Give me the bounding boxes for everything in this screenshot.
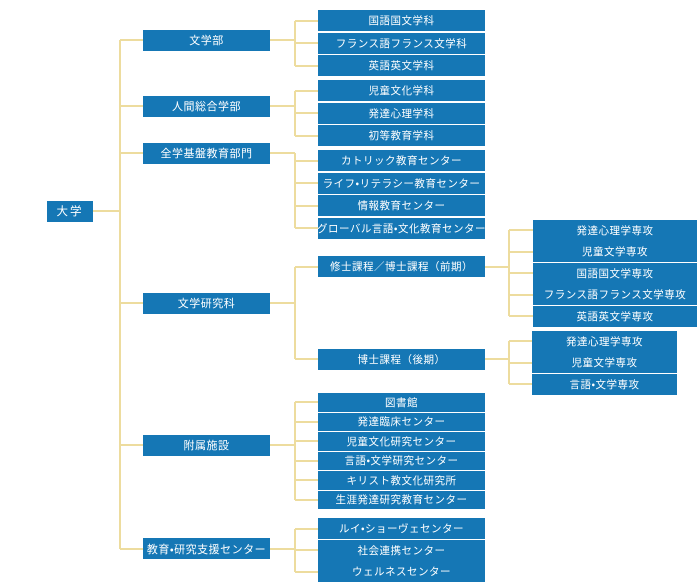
division-connector <box>270 105 295 107</box>
support-center-box: ルイ・ショーヴェセンター <box>318 518 485 539</box>
support-center-box: 社会連携センター <box>318 539 485 561</box>
department-box: 発達心理学科 <box>318 102 485 124</box>
leaf-stub <box>295 527 318 530</box>
leaf-stub <box>295 227 318 229</box>
graduate-program-box: 修士課程／博士課程（前期） <box>318 256 485 277</box>
department-box: カトリック教育センター <box>318 150 485 171</box>
facility-box: 生涯発達研究教育センター <box>318 490 485 509</box>
major-stub <box>509 293 533 296</box>
division-stub <box>120 302 143 304</box>
facility-box: 図書館 <box>318 393 485 412</box>
facility-box: 発達臨床センター <box>318 412 485 431</box>
division-box: 附属施設 <box>143 434 270 456</box>
facility-box: 児童文化研究センター <box>318 432 485 451</box>
division-connector <box>270 547 295 550</box>
division-connector <box>270 39 295 41</box>
department-box: 国語国文学科 <box>318 10 485 31</box>
division-stub <box>120 547 143 550</box>
division-stub <box>120 152 143 154</box>
leaf-stub <box>295 64 318 67</box>
major-box: フランス語フランス文学専攻 <box>533 284 697 305</box>
facility-box: キリスト教文化研究所 <box>318 471 485 490</box>
division-box: 教育・研究支援センター <box>143 538 270 559</box>
leaf-stub <box>295 479 318 482</box>
leaf-stub <box>295 182 318 184</box>
division-stub <box>120 39 143 41</box>
division-box: 文学研究科 <box>143 292 270 314</box>
leaf-stub <box>295 549 318 551</box>
leaf-stub <box>295 204 318 207</box>
department-box: 情報教育センター <box>318 195 485 216</box>
leaf-stub <box>295 112 318 114</box>
department-box: 英語英文学科 <box>318 55 485 76</box>
leaf-stub <box>295 401 318 404</box>
department-box: 児童文化学科 <box>318 80 485 101</box>
graduate-program-box: 博士課程（後期） <box>318 348 485 370</box>
major-box: 言語・文学専攻 <box>532 373 677 395</box>
main-spine <box>119 40 121 549</box>
department-box: フランス語フランス文学科 <box>318 32 485 54</box>
department-box: ライフ・リテラシー教育センター <box>318 172 485 194</box>
division-connector <box>270 152 295 154</box>
program-connector <box>485 265 509 268</box>
major-stub <box>509 383 532 385</box>
program-stub <box>295 358 318 360</box>
division-connector <box>270 302 295 304</box>
group-spine <box>294 266 296 359</box>
program-connector <box>485 358 509 360</box>
facility-box: 言語・文学研究センター <box>318 451 485 470</box>
leaf-stub <box>295 159 318 162</box>
root-connector <box>93 210 120 212</box>
support-center-box: ウェルネスセンター <box>318 561 485 582</box>
department-box: 初等教育学科 <box>318 125 485 146</box>
leaf-stub <box>295 134 318 137</box>
major-stub <box>509 340 532 342</box>
leaf-stub <box>295 440 318 443</box>
major-box: 児童文学専攻 <box>533 241 697 262</box>
leaf-stub <box>295 89 318 92</box>
leaf-stub <box>295 459 318 462</box>
major-stub <box>509 361 532 364</box>
leaf-stub <box>295 570 318 573</box>
division-stub <box>120 105 143 107</box>
division-connector <box>270 444 295 446</box>
group-spine <box>294 402 296 500</box>
major-box: 発達心理学専攻 <box>532 330 677 352</box>
leaf-stub <box>295 498 318 501</box>
leaf-stub <box>295 42 318 44</box>
leaf-stub <box>295 420 318 423</box>
group-spine <box>294 153 296 228</box>
major-stub <box>509 250 533 253</box>
division-box: 文学部 <box>143 29 270 51</box>
major-stub <box>509 315 533 317</box>
division-box: 人間総合学部 <box>143 95 270 117</box>
division-stub <box>120 444 143 446</box>
major-stub <box>509 272 533 274</box>
division-box: 全学基盤教育部門 <box>143 142 270 164</box>
major-box: 発達心理学専攻 <box>533 219 697 241</box>
department-box: グローバル言語・文化教育センター <box>317 217 485 239</box>
major-stub <box>509 229 533 231</box>
major-box: 児童文学専攻 <box>532 352 677 373</box>
major-box: 英語英文学専攻 <box>533 305 697 327</box>
node-university: 大学 <box>47 200 93 222</box>
major-box: 国語国文学専攻 <box>533 262 697 284</box>
program-stub <box>295 265 318 268</box>
leaf-stub <box>295 19 318 22</box>
